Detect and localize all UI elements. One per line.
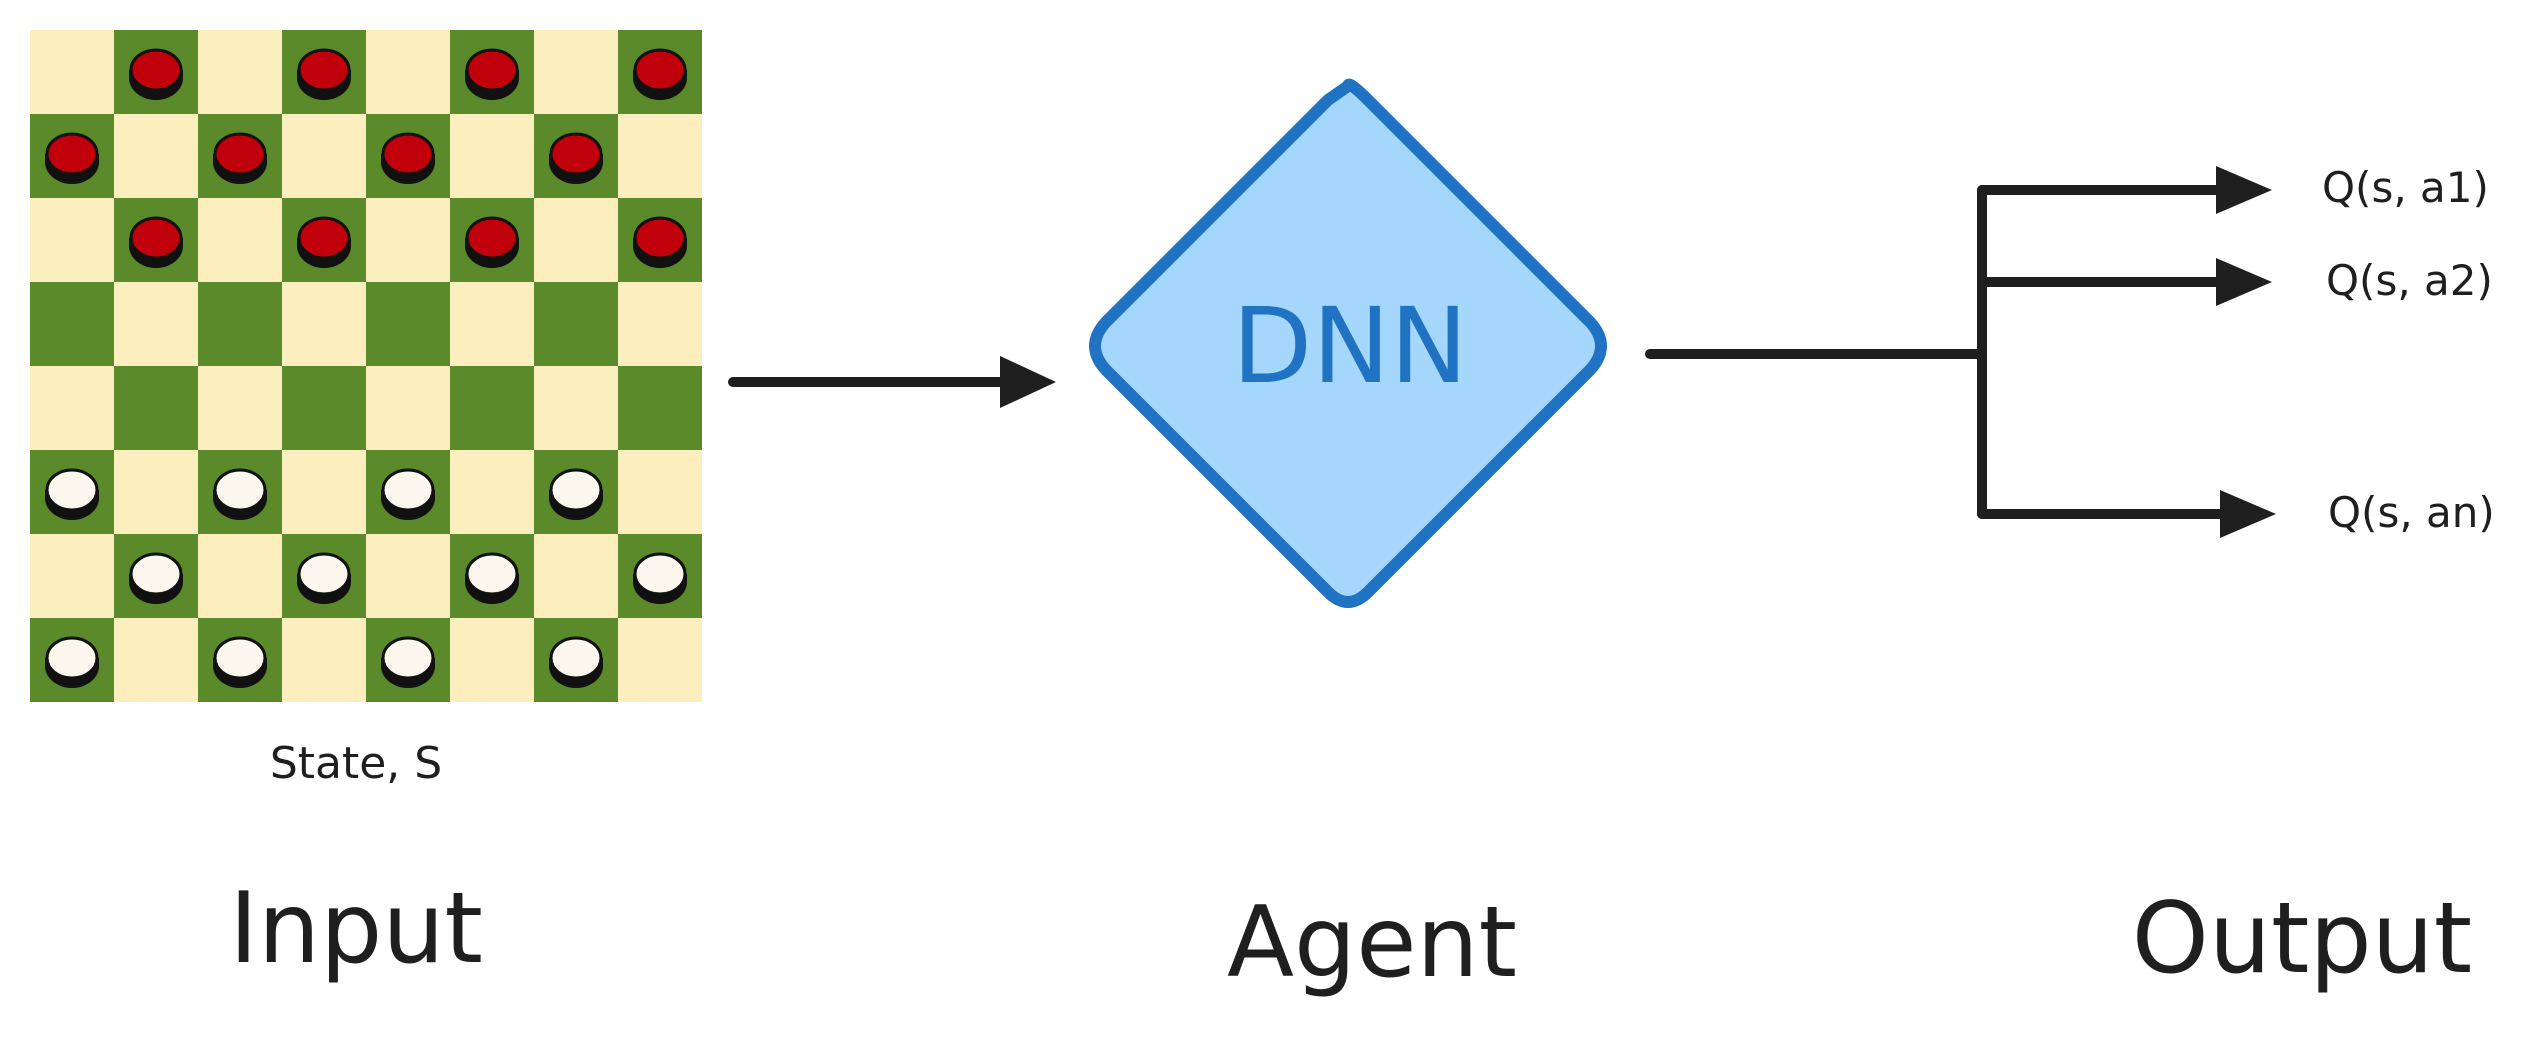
board-square-light <box>198 534 282 618</box>
agent-section-label: Agent <box>1227 886 1517 1000</box>
white-checker-piece <box>549 636 603 688</box>
board-square-light <box>366 534 450 618</box>
state-caption: State, S <box>270 738 442 789</box>
board-square-dark <box>198 282 282 366</box>
board-square-light <box>30 534 114 618</box>
dnn-label: DNN <box>1232 285 1468 407</box>
red-checker-piece <box>213 132 267 184</box>
red-checker-piece <box>549 132 603 184</box>
white-checker-piece <box>213 636 267 688</box>
output-arrow-a1 <box>1977 166 2272 214</box>
white-checker-piece <box>465 552 519 604</box>
board-square-dark <box>366 282 450 366</box>
board-square-light <box>30 366 114 450</box>
white-checker-piece <box>381 636 435 688</box>
board-square-light <box>282 282 366 366</box>
board-square-light <box>198 366 282 450</box>
board-square-light <box>30 198 114 282</box>
red-checker-piece <box>297 216 351 268</box>
red-checker-piece <box>465 48 519 100</box>
board-square-light <box>282 450 366 534</box>
board-square-light <box>534 366 618 450</box>
board-square-light <box>618 450 702 534</box>
board-square-dark <box>450 366 534 450</box>
board-square-light <box>618 282 702 366</box>
red-checker-piece <box>633 48 687 100</box>
white-checker-piece <box>45 468 99 520</box>
white-checker-piece <box>129 552 183 604</box>
board-square-light <box>114 450 198 534</box>
board-square-dark <box>618 366 702 450</box>
board-square-dark <box>282 366 366 450</box>
board-square-dark <box>534 282 618 366</box>
white-checker-piece <box>633 552 687 604</box>
board-square-light <box>114 114 198 198</box>
board-square-light <box>282 114 366 198</box>
board-square-light <box>366 30 450 114</box>
red-checker-piece <box>381 132 435 184</box>
board-square-light <box>450 618 534 702</box>
board-square-light <box>450 450 534 534</box>
white-checker-piece <box>297 552 351 604</box>
board-square-light <box>534 534 618 618</box>
red-checker-piece <box>297 48 351 100</box>
output-label-an: Q(s, an) <box>2328 488 2495 537</box>
board-square-light <box>114 282 198 366</box>
input-to-agent-arrow <box>728 356 1056 408</box>
output-label-a1: Q(s, a1) <box>2322 163 2489 212</box>
output-label-a2: Q(s, a2) <box>2326 256 2493 305</box>
red-checker-piece <box>45 132 99 184</box>
board-square-dark <box>30 282 114 366</box>
board-square-light <box>282 618 366 702</box>
output-arrow-a2 <box>1977 258 2272 306</box>
red-checker-piece <box>129 216 183 268</box>
red-checker-piece <box>633 216 687 268</box>
board-square-light <box>30 30 114 114</box>
dnn-diamond-shape <box>1089 78 1607 608</box>
board-square-light <box>534 30 618 114</box>
board-square-light <box>366 366 450 450</box>
board-square-light <box>450 114 534 198</box>
board-square-light <box>450 282 534 366</box>
red-checker-piece <box>129 48 183 100</box>
board-square-light <box>618 114 702 198</box>
board-square-light <box>618 618 702 702</box>
white-checker-piece <box>213 468 267 520</box>
output-arrows <box>1645 166 2276 538</box>
white-checker-piece <box>549 468 603 520</box>
output-section-label: Output <box>2132 882 2472 996</box>
board-square-dark <box>114 366 198 450</box>
white-checker-piece <box>45 636 99 688</box>
board-square-light <box>198 30 282 114</box>
dnn-node: DNN <box>1089 78 1607 608</box>
input-section-label: Input <box>229 872 483 986</box>
board-square-light <box>366 198 450 282</box>
output-arrow-an <box>1977 490 2276 538</box>
white-checker-piece <box>381 468 435 520</box>
board-square-light <box>534 198 618 282</box>
board-square-light <box>114 618 198 702</box>
red-checker-piece <box>465 216 519 268</box>
board-square-light <box>198 198 282 282</box>
checkerboard <box>30 30 702 702</box>
